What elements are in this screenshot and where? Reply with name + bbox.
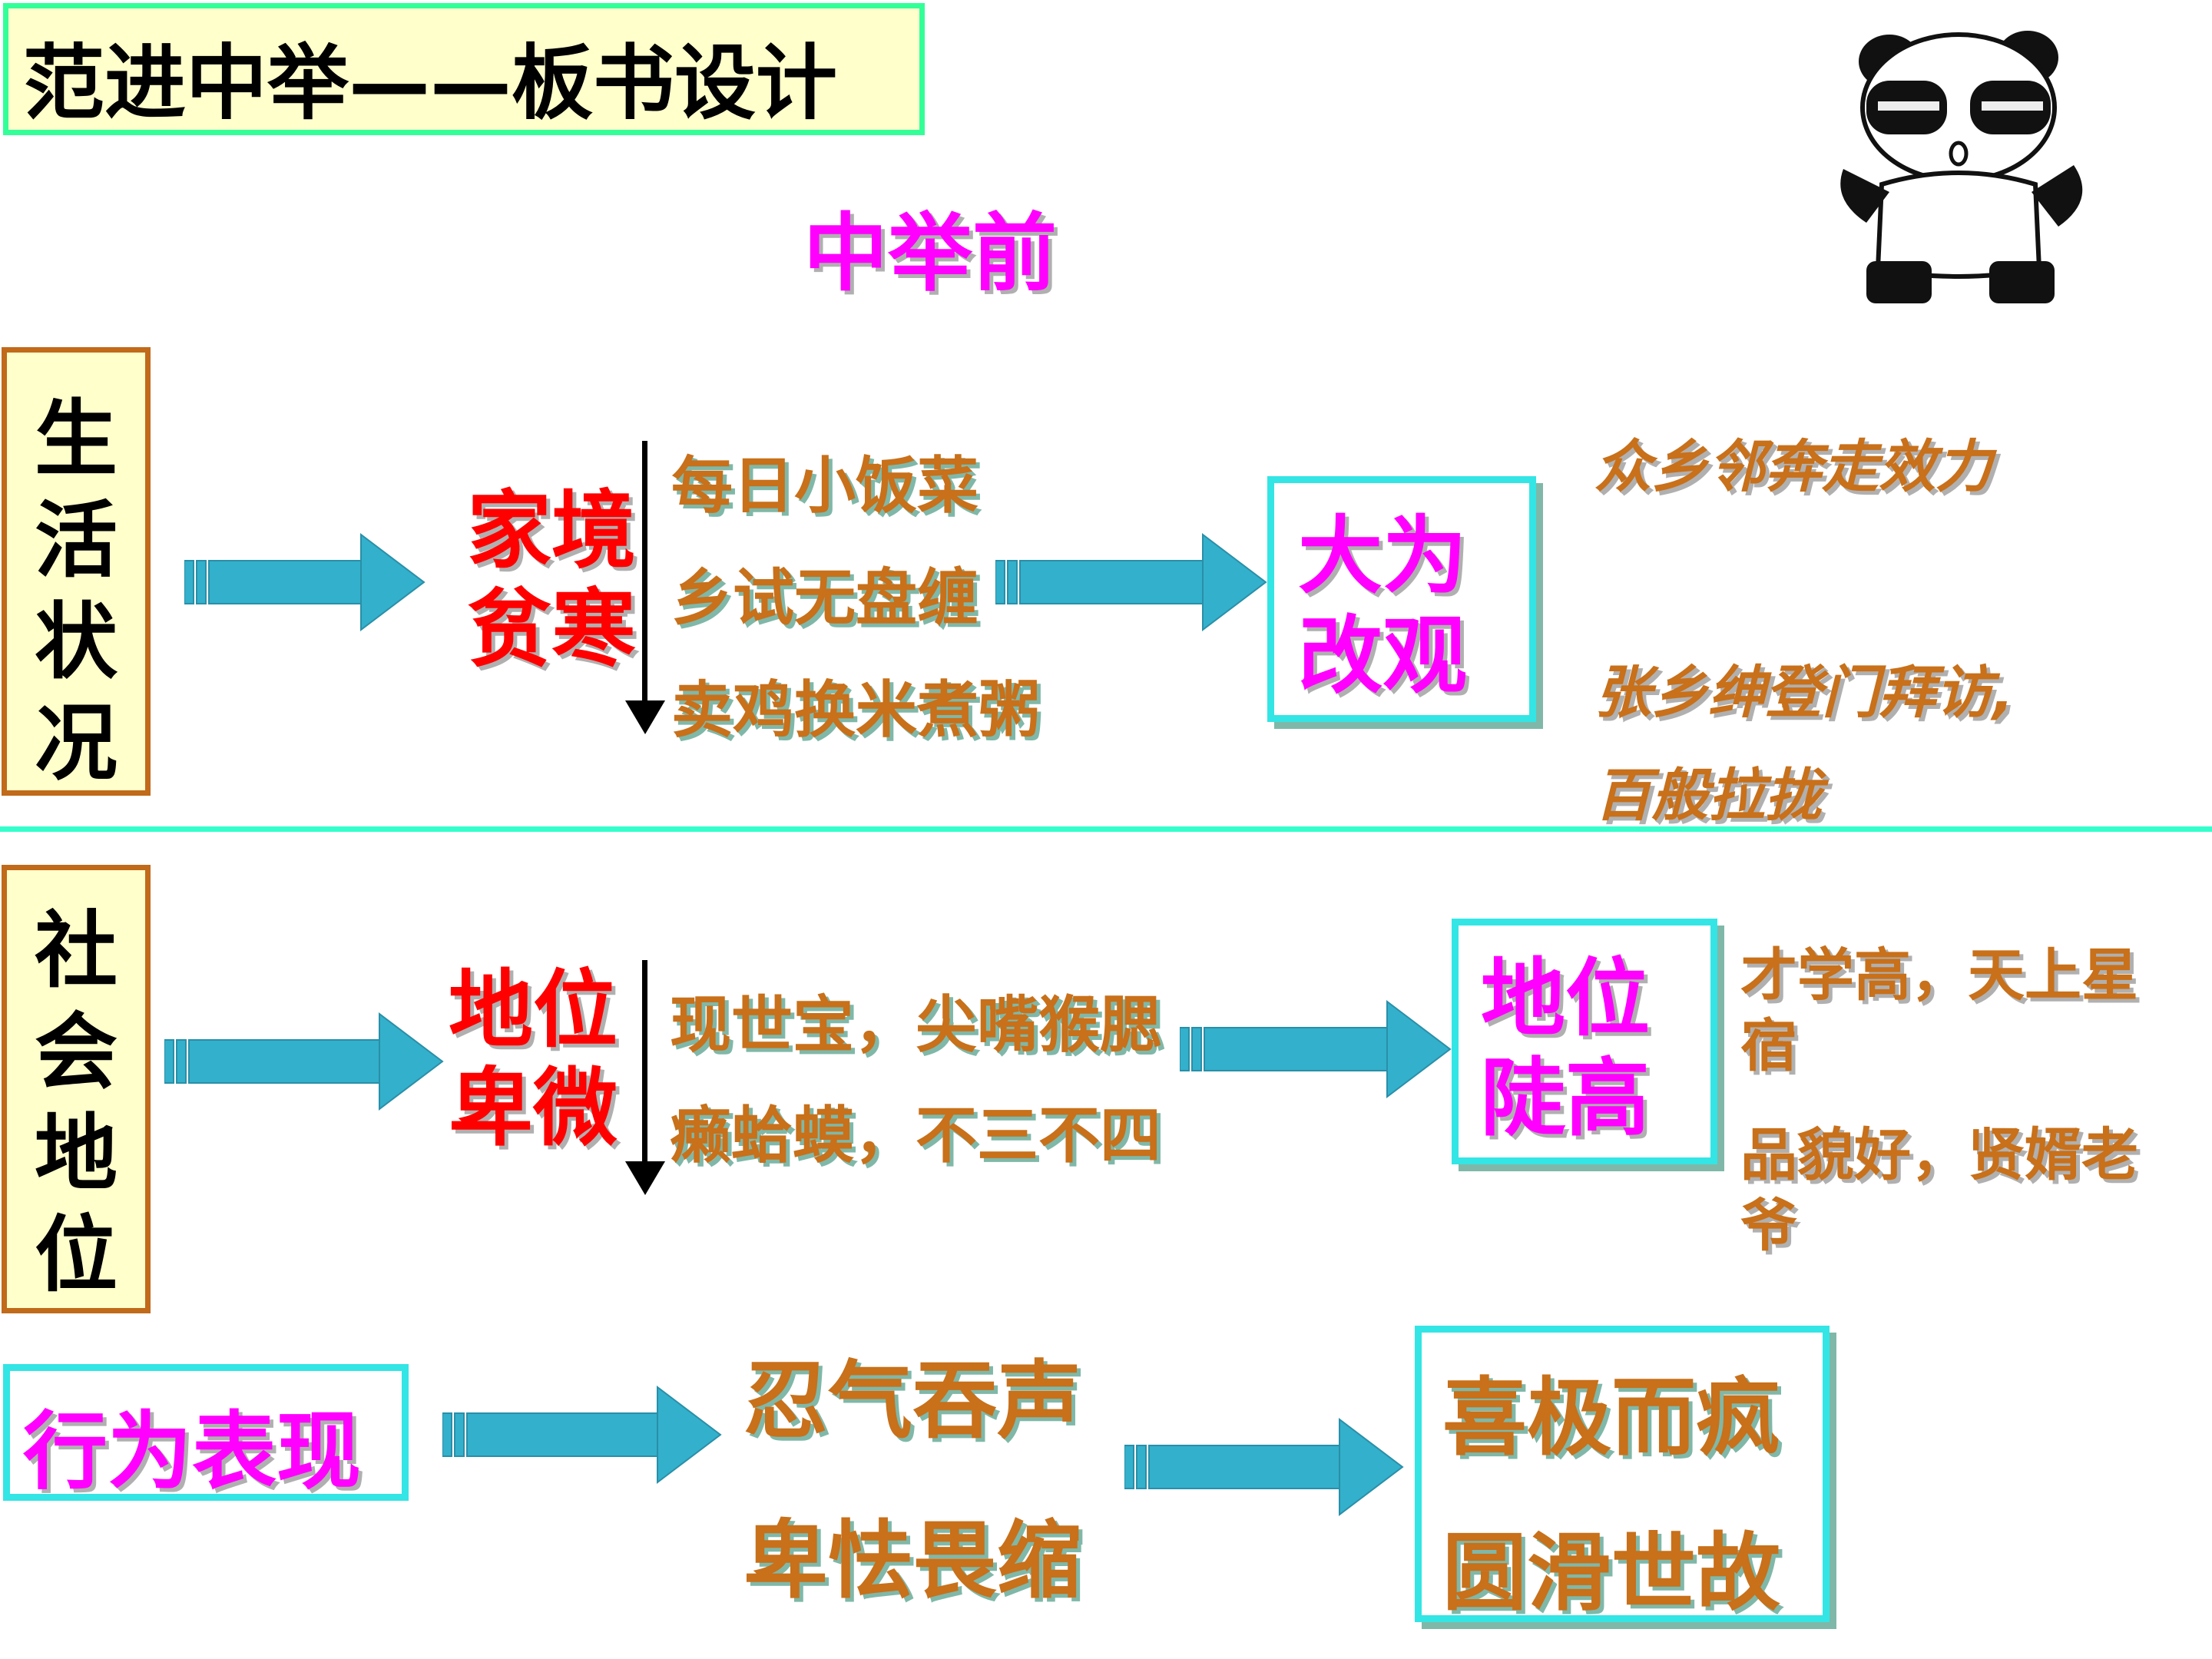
social-status-label-box: 社 会 地 位 (2, 865, 151, 1313)
page-title: 范进中举——板书设计 (23, 36, 837, 131)
social-note: 宿 (1740, 1013, 1797, 1079)
life-detail: 乡试无盘缠 (671, 562, 979, 634)
social-detail: 癞蛤蟆，不三不四 (670, 1100, 1161, 1171)
pre-exam-heading: 中举前 (803, 204, 1057, 303)
behavior-before: 卑怯畏缩 (743, 1512, 1081, 1610)
social-note: 品貌好，贤婿老 (1740, 1122, 2138, 1188)
social-detail: 现世宝，尖嘴猴腮 (670, 989, 1161, 1061)
life-note: 张乡绅登门拜访, (1594, 660, 2015, 726)
life-label-char: 活 (34, 493, 118, 589)
life-cause-line2: 贫寒 (467, 580, 636, 678)
right-arrow-icon (1180, 999, 1452, 1099)
behavior-before: 忍气吞声 (743, 1352, 1081, 1450)
right-arrow-icon (442, 1385, 722, 1485)
life-label-char: 况 (34, 696, 118, 792)
right-arrow-icon (1124, 1417, 1404, 1517)
social-cause-line1: 地位 (449, 961, 618, 1059)
social-result-line2: 陡高 (1481, 1049, 1650, 1147)
social-label-char: 地 (34, 1106, 118, 1202)
life-result-line1: 大为 (1298, 507, 1467, 605)
right-arrow-icon (995, 532, 1267, 632)
behavior-after: 喜极而疯 (1442, 1369, 1780, 1467)
timeline-line (642, 960, 647, 1169)
title-box (3, 3, 925, 135)
life-note: 百般拉拢 (1594, 763, 1822, 829)
life-detail: 每日小饭菜 (671, 450, 979, 522)
section-divider (0, 826, 2212, 832)
right-arrow-icon (164, 1012, 444, 1111)
social-label-char: 会 (34, 1005, 118, 1101)
social-cause-line2: 卑微 (449, 1059, 618, 1157)
social-note: 才学高，天上星 (1740, 942, 2138, 1008)
social-result-box (1452, 919, 1717, 1164)
social-note: 爷 (1740, 1193, 1797, 1259)
right-arrow-icon (184, 532, 426, 632)
life-status-label-box: 生 活 状 况 (2, 347, 151, 796)
life-cause-line1: 家境 (467, 482, 636, 580)
down-arrow-icon (625, 1161, 665, 1195)
down-arrow-icon (625, 700, 665, 734)
life-label-char: 生 (34, 392, 118, 488)
behavior-after: 圆滑世故 (1442, 1524, 1780, 1622)
timeline-line (642, 441, 647, 702)
life-detail: 卖鸡换米煮粥 (671, 674, 1040, 746)
social-label-char: 社 (34, 903, 118, 999)
behavior-label: 行为表现 (23, 1402, 361, 1501)
life-result-box (1267, 476, 1536, 722)
social-label-char: 位 (34, 1207, 118, 1303)
panda-icon (1840, 31, 2083, 303)
life-note: 众乡邻奔走效力 (1594, 434, 1992, 500)
life-result-line2: 改观 (1298, 607, 1467, 705)
life-label-char: 状 (34, 594, 118, 690)
behavior-result-box (1415, 1326, 1830, 1622)
behavior-label-box (3, 1364, 409, 1501)
social-result-line1: 地位 (1481, 949, 1650, 1048)
